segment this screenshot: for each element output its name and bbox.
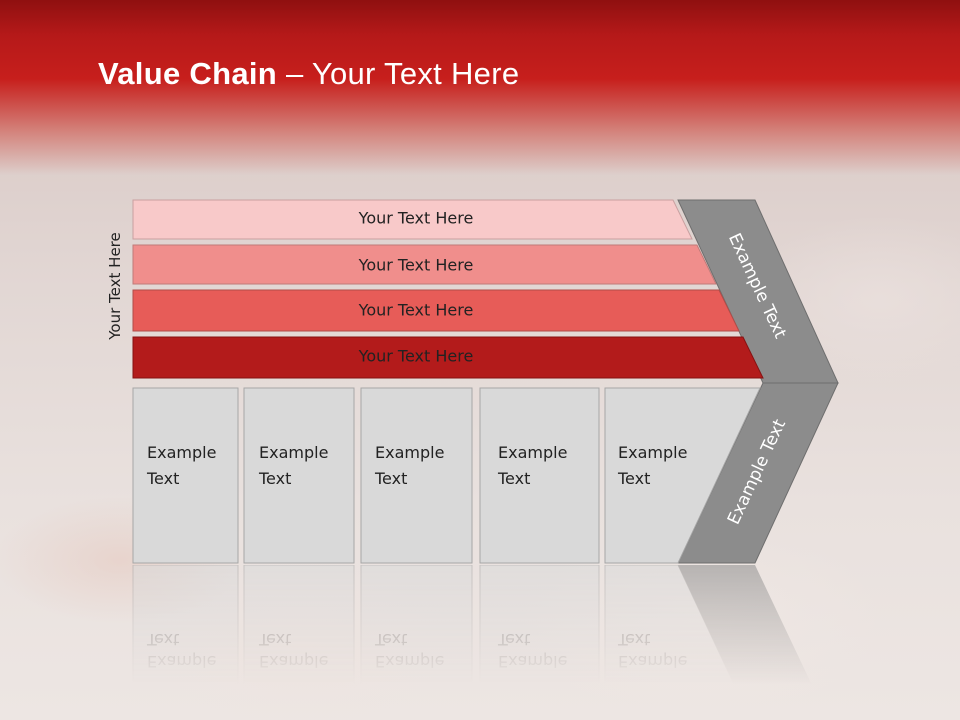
bar-2 — [132, 244, 717, 285]
slide-title-bold: Value Chain — [98, 56, 278, 91]
column-5-line1: Example — [618, 443, 687, 462]
reflection-text: Example — [618, 652, 687, 671]
bar-3-label: Your Text Here — [358, 301, 474, 320]
column-2-line1: Example — [259, 443, 328, 462]
bar-1-label: Your Text Here — [358, 209, 474, 228]
reflection-column — [243, 564, 355, 720]
bar-4-label: Your Text Here — [358, 347, 474, 366]
column-5 — [604, 387, 761, 564]
reflection: Example Text Example Text Example Text E… — [132, 564, 829, 720]
column-3-line2: Text — [374, 469, 407, 488]
reflection-text: Example — [259, 652, 328, 671]
column-1-line2: Text — [146, 469, 179, 488]
reflection-column — [479, 564, 600, 720]
reflection-text: Text — [146, 630, 179, 649]
header-band — [0, 0, 960, 175]
reflection-column — [132, 564, 239, 720]
column-1 — [132, 387, 239, 564]
bar-4 — [132, 336, 764, 379]
reflection-text: Example — [147, 652, 216, 671]
reflection-text: Example — [498, 652, 567, 671]
bar-1 — [132, 199, 693, 240]
column-3 — [360, 387, 473, 564]
slide-title: Value Chain – Your Text Here — [98, 56, 519, 92]
reflection-text: Text — [258, 630, 291, 649]
column-4 — [479, 387, 600, 564]
reflection-text: Text — [617, 630, 650, 649]
reflection-chevron — [678, 565, 829, 720]
reflection-column — [360, 564, 473, 720]
bar-2-label: Your Text Here — [358, 256, 474, 275]
column-3-line1: Example — [375, 443, 444, 462]
bar-3 — [132, 289, 740, 332]
column-4-line2: Text — [497, 469, 530, 488]
reflection-text: Example — [375, 652, 444, 671]
column-2 — [243, 387, 355, 564]
reflection-text: Text — [497, 630, 530, 649]
reflection-text: Text — [374, 630, 407, 649]
column-2-line2: Text — [258, 469, 291, 488]
column-5-line2: Text — [617, 469, 650, 488]
column-1-line1: Example — [147, 443, 216, 462]
column-4-line1: Example — [498, 443, 567, 462]
slide-title-rest: – Your Text Here — [277, 56, 520, 91]
